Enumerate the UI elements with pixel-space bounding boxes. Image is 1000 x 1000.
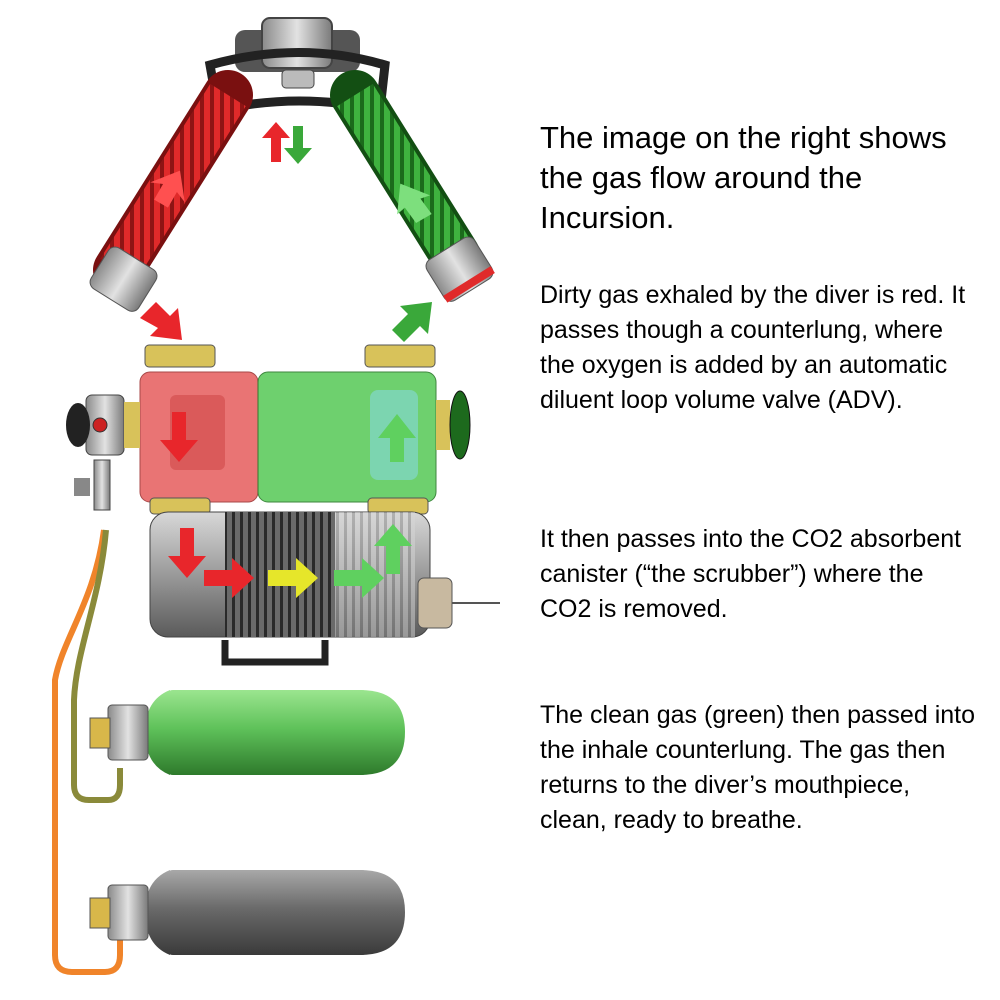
- flow-arrow-icon: [140, 302, 182, 340]
- paragraph-inhale: The clean gas (green) then passed into t…: [540, 701, 975, 834]
- flow-arrow-icon: [262, 122, 290, 162]
- mouthpiece-icon: [204, 17, 390, 116]
- flow-arrow-icon: [284, 126, 312, 164]
- counterlung-cap: [364, 344, 436, 368]
- flow-arrow-icon: [392, 302, 432, 342]
- flow-arrow-icon: [150, 170, 185, 208]
- heading: The image on the right shows the gas flo…: [540, 120, 947, 235]
- flow-arrow-icon: [334, 558, 384, 598]
- flow-arrow-icon: [397, 183, 432, 224]
- oxygen-hose: [52, 529, 123, 975]
- rebreather-gas-flow-diagram: [52, 17, 500, 975]
- flow-arrow-icon: [374, 524, 412, 574]
- flow-arrow-icon: [168, 528, 206, 578]
- paragraph-scrubber: It then passes into the CO2 absorbent ca…: [540, 525, 962, 623]
- paragraph-exhale: Dirty gas exhaled by the diver is red. I…: [540, 281, 966, 414]
- flow-arrow-icon: [204, 558, 254, 598]
- inhale-hose-icon: [330, 70, 495, 303]
- adv-valve: [66, 403, 90, 447]
- cylinder-icon: [89, 870, 405, 955]
- exhale-hose-icon: [89, 70, 253, 312]
- cylinder-icon: [89, 690, 405, 775]
- flow-arrow-icon: [160, 412, 198, 462]
- diluent-hose: [71, 529, 123, 803]
- flow-arrow-icon: [268, 558, 318, 598]
- scrubber-canister-icon: [149, 511, 500, 666]
- flow-arrow-icon: [378, 414, 416, 462]
- counterlung-cap: [144, 344, 216, 368]
